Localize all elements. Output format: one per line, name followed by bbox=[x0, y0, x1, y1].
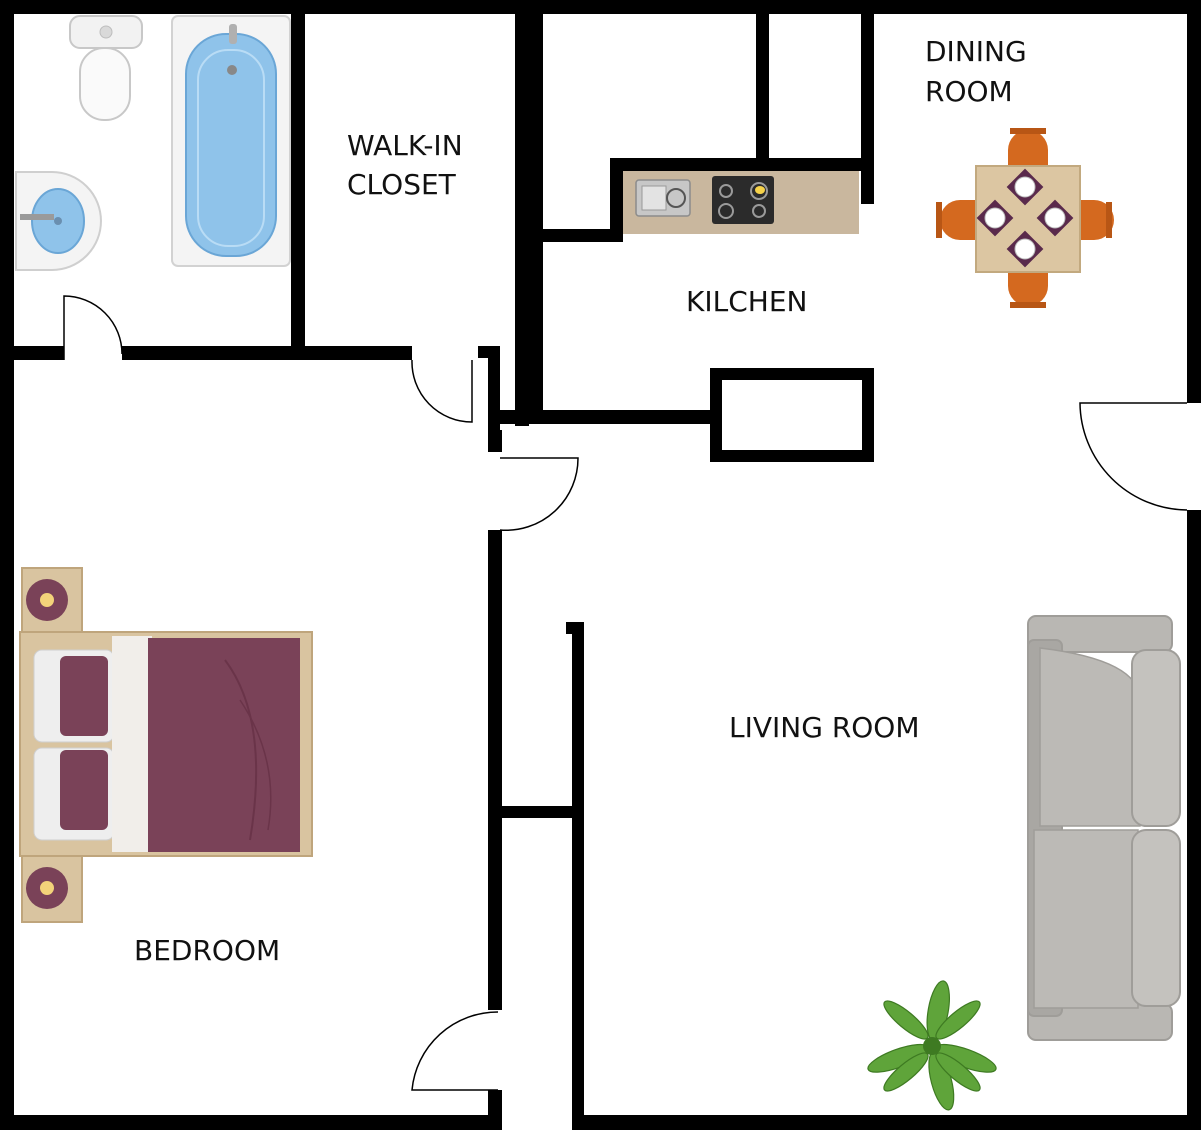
wall-bath-bottom-b bbox=[122, 346, 412, 360]
chair-bottom bbox=[1008, 272, 1048, 308]
dining-room-label-line2: ROOM bbox=[925, 75, 1013, 108]
door-swing-closet2 bbox=[411, 1011, 499, 1091]
wall-left bbox=[0, 0, 14, 1130]
door-swing-bedroom bbox=[499, 457, 579, 531]
wall-top bbox=[0, 0, 1201, 14]
bedroom-label: BEDROOM bbox=[134, 934, 280, 967]
wall-bed-living-end bbox=[488, 1090, 502, 1130]
wall-closet2-shelf bbox=[500, 806, 574, 818]
dining-table-icon bbox=[936, 128, 1114, 308]
wall-kitchen-right bbox=[861, 14, 874, 204]
nightstand-icon bbox=[21, 567, 83, 633]
wall-bed-living-lower bbox=[488, 622, 502, 1010]
door-swing-entry bbox=[1079, 402, 1188, 511]
wall-bed-living-stub bbox=[488, 430, 502, 452]
chair-right bbox=[1078, 200, 1114, 240]
door-swing-bathroom bbox=[63, 295, 123, 360]
kitchen-sink-icon bbox=[635, 179, 691, 217]
wall-right-lower bbox=[1187, 510, 1201, 1130]
wall-closet-right bbox=[515, 14, 529, 426]
toilet-icon bbox=[69, 15, 143, 121]
wall-pantry-divider bbox=[756, 14, 769, 166]
walk-in-closet-label-line2: CLOSET bbox=[347, 168, 457, 201]
living-room-label: LIVING ROOM bbox=[729, 711, 920, 744]
doors bbox=[63, 295, 1188, 1091]
cooktop-icon bbox=[712, 176, 774, 224]
bathtub-icon bbox=[171, 15, 291, 267]
wall-bottom-right bbox=[572, 1115, 1201, 1130]
wall-bed-living-upper bbox=[488, 530, 502, 634]
walk-in-closet-label-line1: WALK-IN bbox=[347, 129, 463, 162]
wall-right-upper bbox=[1187, 0, 1201, 403]
bed-icon bbox=[19, 631, 313, 857]
wall-counter-left bbox=[610, 158, 623, 242]
dining-room-label-line1: DINING bbox=[925, 35, 1027, 68]
wall-counter-step bbox=[529, 229, 623, 242]
wall-bath-bottom-a bbox=[14, 346, 64, 360]
plant-icon bbox=[867, 980, 997, 1111]
chair-top bbox=[1008, 128, 1048, 166]
wall-counter-top bbox=[610, 158, 874, 171]
kitchen-label: KILCHEN bbox=[686, 285, 807, 318]
wall-closet-jamb-v bbox=[488, 350, 500, 452]
nightstand-icon-2 bbox=[21, 855, 83, 923]
wall-bottom-left bbox=[0, 1115, 490, 1130]
kitchen-island-outline bbox=[710, 368, 874, 462]
sofa-icon bbox=[1027, 615, 1181, 1041]
sink-icon bbox=[15, 171, 102, 271]
wall-closet2-right bbox=[572, 622, 584, 1130]
chair-left bbox=[936, 200, 976, 240]
door-swing-closet bbox=[411, 359, 473, 423]
wall-kitchen-bottom bbox=[498, 410, 714, 424]
wall-bath-closet bbox=[291, 14, 305, 354]
place-settings bbox=[976, 168, 1074, 268]
wall-kitchen-left bbox=[529, 14, 543, 414]
